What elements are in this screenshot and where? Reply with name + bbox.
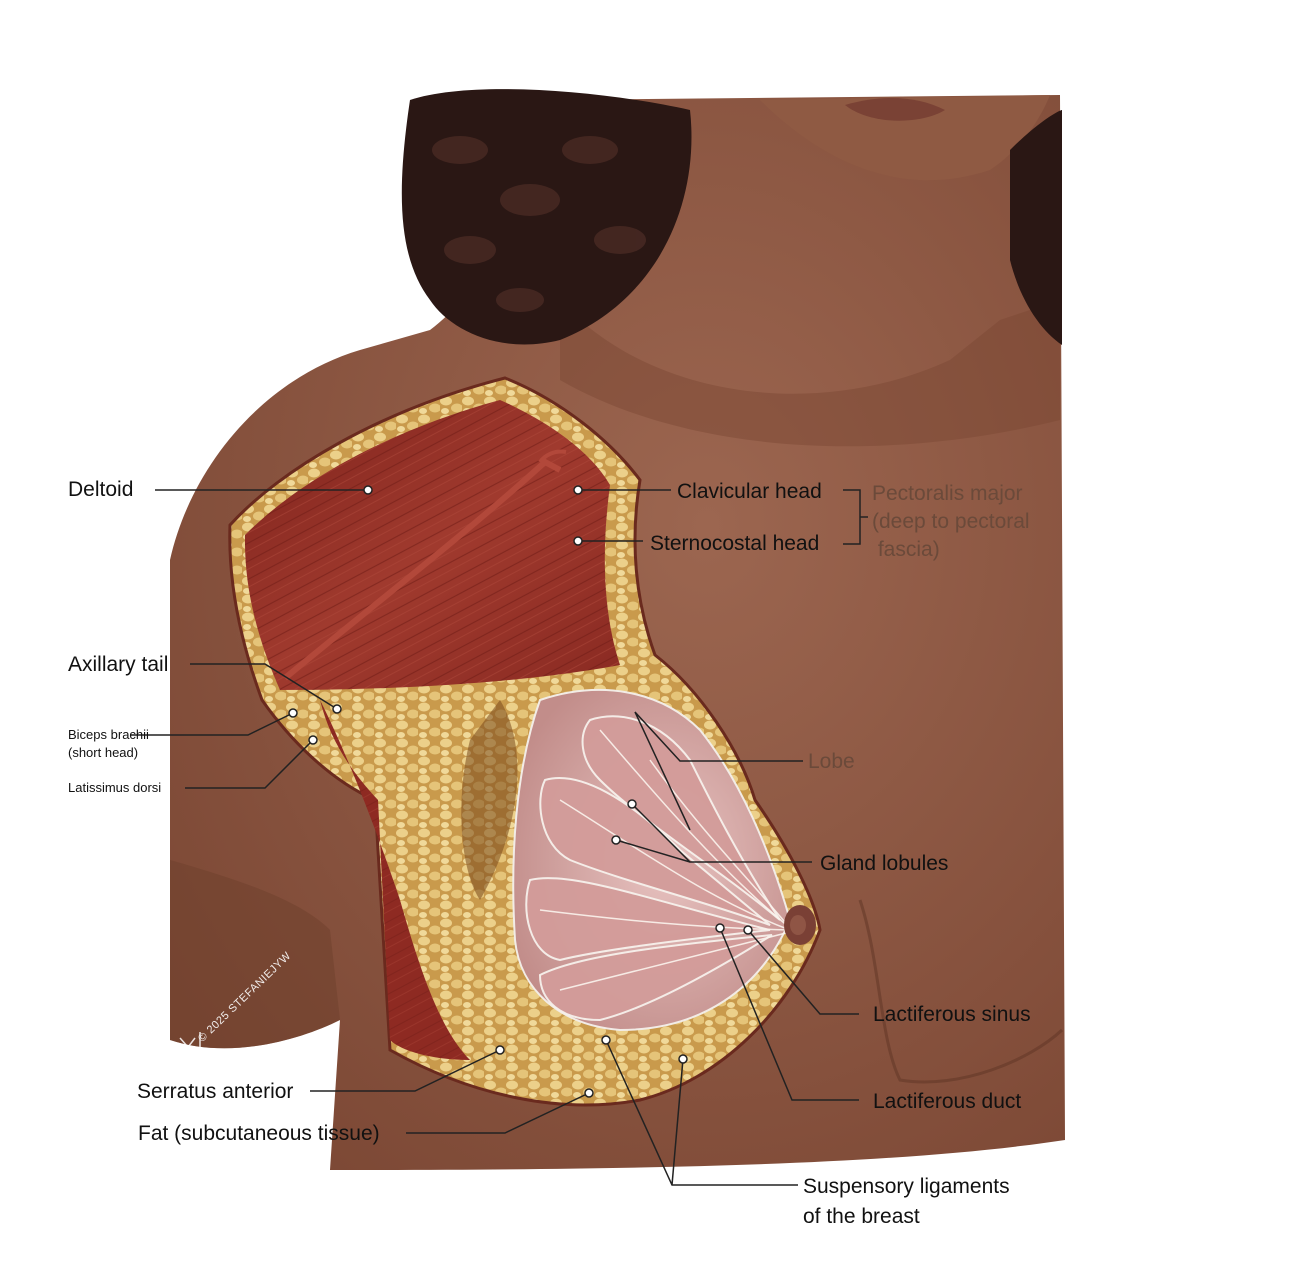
label-latissimus-dorsi: Latissimus dorsi	[68, 780, 162, 795]
label-lactiferous-duct: Lactiferous duct	[873, 1090, 1022, 1113]
label-lobe: Lobe	[808, 750, 855, 773]
label-pectoralis-major-line-2: (deep to pectoral	[872, 510, 1030, 533]
label-pectoralis-major-line-1: Pectoralis major	[872, 482, 1023, 505]
axillary-shadow	[461, 700, 518, 900]
label-sternocostal-head: Sternocostal head	[650, 532, 820, 555]
arm-shadow	[170, 860, 340, 1049]
label-suspensory-ligaments: Suspensory ligaments of the breast	[803, 1172, 1010, 1232]
label-fat-subcutaneous: Fat (subcutaneous tissue)	[138, 1122, 380, 1145]
label-lactiferous-sinus: Lactiferous sinus	[873, 1003, 1031, 1026]
hair-right	[1010, 110, 1062, 345]
leader-lines	[130, 489, 868, 1186]
label-suspensory-ligaments-line-1: Suspensory ligaments	[803, 1175, 1010, 1198]
right-breast-contour	[858, 899, 1064, 1084]
label-serratus-anterior: Serratus anterior	[137, 1080, 294, 1103]
label-gland-lobules: Gland lobules	[820, 852, 949, 875]
lips	[845, 98, 945, 121]
label-biceps-brachii-line-2: (short head)	[68, 744, 139, 760]
serratus-fibers	[320, 700, 470, 1060]
chin	[760, 95, 1050, 181]
neck-shadow	[560, 300, 1060, 447]
lobe-4	[538, 934, 773, 1022]
label-pectoralis-major-line-3: fascia)	[872, 538, 940, 561]
pectoralis-fibers	[244, 400, 620, 690]
label-clavicular-head: Clavicular head	[677, 480, 822, 503]
label-suspensory-ligaments-line-2: of the breast	[803, 1205, 920, 1228]
label-deltoid: Deltoid	[68, 478, 134, 501]
label-pectoralis-major: Pectoralis major (deep to pectoral fasci…	[872, 480, 1030, 564]
artist-signature-mark	[179, 1032, 201, 1058]
lobe-3	[525, 877, 771, 962]
label-axillary-tail: Axillary tail	[68, 653, 169, 676]
label-biceps-brachii-line-1: Biceps brachii	[68, 727, 149, 742]
cephalic-vein	[283, 458, 562, 681]
anchor-dots	[288, 485, 753, 1098]
label-biceps-brachii: Biceps brachii (short head)	[68, 726, 149, 761]
